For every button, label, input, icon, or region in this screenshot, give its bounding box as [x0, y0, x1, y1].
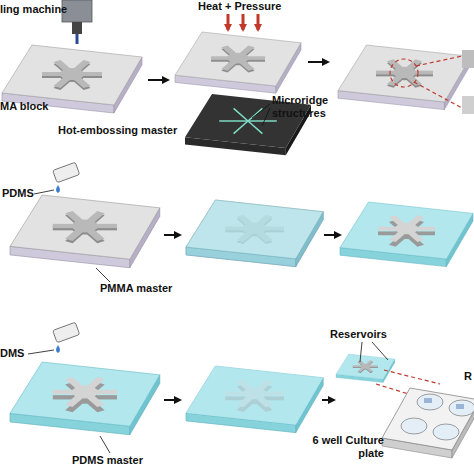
leader-line: [100, 436, 110, 453]
pmma-block: [175, 32, 301, 93]
part-label: Hot-embossing master: [58, 124, 188, 137]
part-label: Microridge structures: [272, 94, 346, 120]
step-arrow: [164, 399, 180, 401]
part-label: Reservoirs: [330, 328, 410, 341]
pipette: [28, 322, 80, 354]
leader-line: [360, 342, 388, 362]
leader-line: [96, 268, 110, 282]
step-arrow: [148, 79, 168, 81]
step-arrow: [164, 234, 180, 236]
pmma-master: [10, 195, 160, 268]
zoom-detail: [462, 50, 474, 68]
step-arrow: [324, 234, 340, 236]
pdms-cast: [186, 366, 323, 433]
leader-line: [252, 104, 270, 126]
part-label: PDMS: [2, 187, 42, 200]
part-label: Heat + Pressure: [198, 0, 298, 13]
step-arrow: [308, 61, 328, 63]
part-label: PMMA master: [100, 282, 190, 295]
zoom-detail: [462, 96, 474, 114]
part-label: PDMS master: [72, 454, 162, 467]
part-label: MA block: [0, 100, 60, 113]
step-arrow: [322, 399, 334, 401]
pdms-mold: [340, 202, 473, 267]
part-label: R: [464, 370, 474, 383]
microridge-pmma: [338, 45, 471, 110]
pdms-cast: [186, 200, 323, 267]
part-label: DMS: [0, 347, 40, 360]
part-label: 6 well Culture plate: [306, 434, 384, 460]
pdms-master: [10, 362, 160, 435]
zoom-callout: [390, 56, 462, 108]
pipette: [34, 162, 80, 194]
heat-arrows: [228, 14, 258, 30]
part-label: ling machine: [0, 3, 70, 16]
culture-plate: [382, 388, 474, 458]
